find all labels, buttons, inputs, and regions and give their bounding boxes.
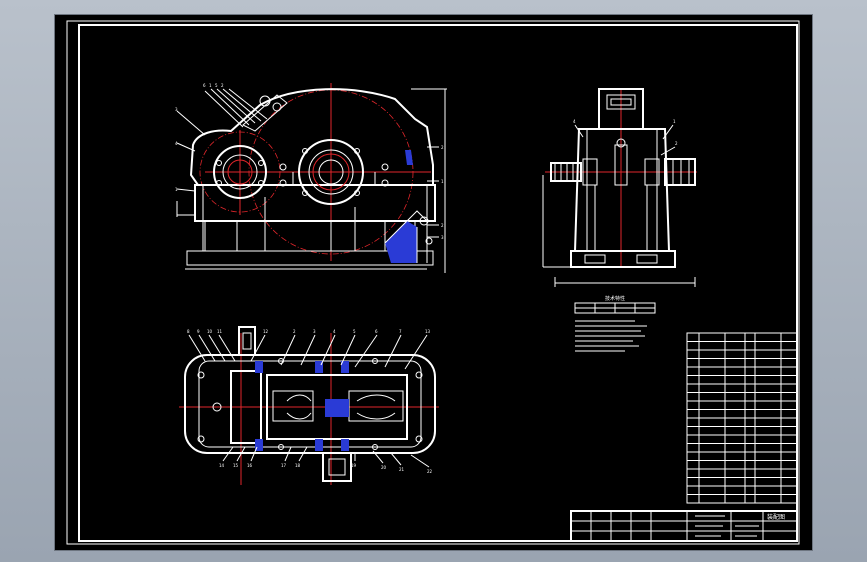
oil-gauge-section (405, 150, 413, 165)
top-leader-label: 3 (313, 329, 316, 334)
parts-list (686, 332, 798, 504)
side-leader-label: 2 (675, 141, 678, 146)
technical-requirements-notes (575, 320, 647, 352)
sheet-label: 装配图 (767, 513, 785, 521)
front-leader-label: 2 (441, 223, 444, 228)
front-leader-label: 1 (209, 83, 212, 88)
front-leader-label: 5 (215, 83, 218, 88)
top-leader-label: 2 (293, 329, 296, 334)
front-leader-label: 6 (203, 83, 206, 88)
top-leader-label: 21 (399, 467, 405, 472)
front-leader-label: 2 (221, 83, 224, 88)
output-shaft (664, 158, 696, 186)
top-leader-label: 7 (399, 329, 402, 334)
assembly-drawing: 6 1 5 2 3 4 1 2 1 2 3 (66, 20, 800, 545)
top-leader-label: 13 (425, 329, 431, 334)
bearing-section (255, 361, 263, 373)
top-leader-label: 19 (351, 463, 357, 468)
front-leader-label: 2 (441, 145, 444, 150)
top-view-housing (184, 354, 436, 454)
top-leader-label: 6 (375, 329, 378, 334)
large-gear-bearing-outer (298, 139, 364, 205)
title-block: 装配图 (570, 510, 798, 542)
sheet-outer-border (66, 20, 800, 545)
side-view-leader-labels: 4 1 2 (573, 119, 678, 146)
side-leader-label: 4 (573, 119, 576, 124)
top-leader-label: 11 (217, 329, 223, 334)
top-leader-label: 15 (233, 463, 239, 468)
top-leader-label: 4 (333, 329, 336, 334)
top-leader-label: 16 (247, 463, 253, 468)
top-leader-label: 20 (381, 465, 387, 470)
cad-viewport[interactable]: 6 1 5 2 3 4 1 2 1 2 3 (54, 14, 813, 551)
top-leader-label: 22 (427, 469, 433, 474)
top-leader-label: 17 (281, 463, 287, 468)
top-leader-label: 5 (353, 329, 356, 334)
sheet-inner-border (78, 24, 798, 542)
input-shaft (550, 162, 582, 182)
top-leader-label: 10 (207, 329, 213, 334)
front-leader-label: 1 (175, 187, 178, 192)
top-view-leader-labels: 8 9 10 11 12 2 3 4 5 6 7 13 14 15 16 17 … (187, 329, 433, 474)
front-leader-label: 4 (175, 141, 178, 146)
side-leader-label: 1 (673, 119, 676, 124)
top-leader-label: 12 (263, 329, 269, 334)
small-gear-bearing-outer (213, 145, 267, 199)
pinion-gear (230, 370, 262, 444)
technical-characteristics-table: 技术特性 (574, 295, 656, 314)
front-leader-label: 3 (441, 235, 444, 240)
top-leader-label: 8 (187, 329, 190, 334)
tech-table-title: 技术特性 (605, 295, 625, 302)
top-leader-label: 14 (219, 463, 225, 468)
top-leader-label: 9 (197, 329, 200, 334)
housing-cover-outline (189, 88, 434, 186)
front-view-leader-labels: 6 1 5 2 3 4 1 2 1 2 3 (175, 83, 444, 240)
side-view: 4 1 2 (542, 88, 697, 287)
front-leader-label: 3 (175, 107, 178, 112)
top-leader-label: 18 (295, 463, 301, 468)
front-leader-label: 1 (441, 179, 444, 184)
housing-base (194, 184, 436, 222)
front-view: 6 1 5 2 3 4 1 2 1 2 3 (175, 83, 447, 273)
large-gear (266, 374, 408, 440)
top-view: 8 9 10 11 12 2 3 4 5 6 7 13 14 15 16 17 … (179, 326, 439, 485)
